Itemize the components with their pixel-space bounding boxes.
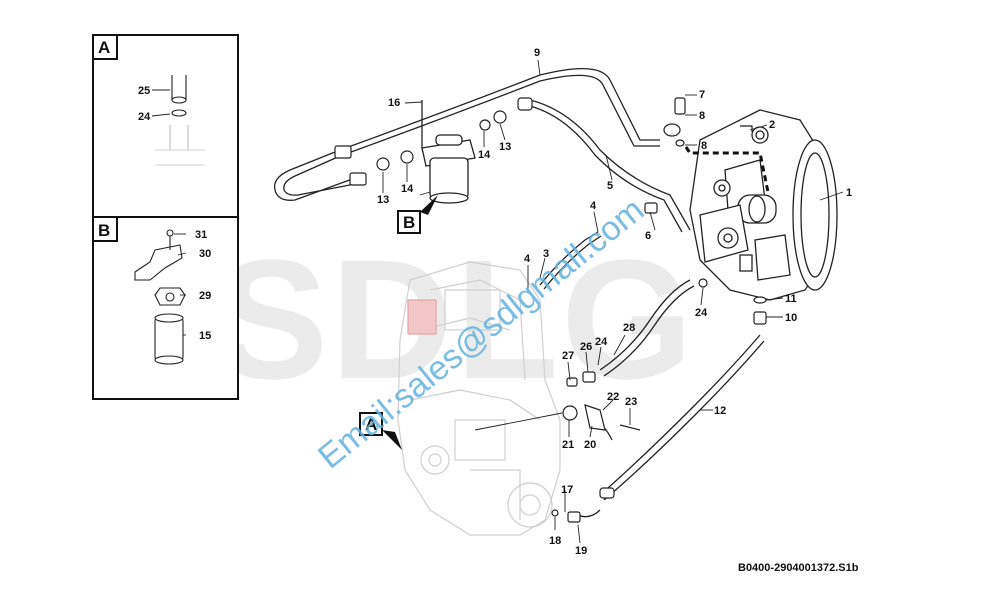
- callout-23: 23: [625, 396, 637, 408]
- callout-30: 30: [199, 248, 211, 260]
- callout-4a: 4: [524, 253, 531, 265]
- callout-6: 6: [645, 230, 651, 242]
- callout-numbers: 1 2 3 4 4 5 6 7 8 8 9 10 11 12 13 13 14 …: [138, 47, 852, 557]
- filter-assembly: [421, 100, 476, 204]
- detail-box-a-label: A: [98, 38, 110, 57]
- callout-12: 12: [714, 405, 726, 417]
- callout-19: 19: [575, 545, 587, 557]
- detail-box-b-label: B: [98, 221, 110, 240]
- callout-14a: 14: [401, 183, 414, 195]
- callout-11: 11: [785, 293, 797, 305]
- callout-28: 28: [623, 322, 635, 334]
- callout-7: 7: [699, 89, 705, 101]
- callout-24c: 24: [695, 307, 708, 319]
- callout-22: 22: [607, 391, 619, 403]
- callout-24a: 24: [138, 111, 151, 123]
- callout-1: 1: [846, 187, 852, 199]
- callout-31: 31: [195, 229, 207, 241]
- detail-b-leaders: [174, 233, 187, 336]
- callout-16: 16: [388, 97, 400, 109]
- callout-8b: 8: [701, 140, 707, 152]
- filter-bracket-drawing: [134, 229, 186, 365]
- callout-10: 10: [785, 312, 797, 324]
- callout-27: 27: [562, 350, 574, 362]
- watermark-text: SDLG: [215, 225, 695, 415]
- brand-watermark: SDLG: [215, 225, 695, 415]
- fittings: [334, 97, 767, 523]
- transmission-housing-ghost: [397, 261, 561, 536]
- detail-a-leaders: [151, 89, 171, 117]
- detail-box-a: A: [92, 34, 239, 218]
- callout-20: 20: [584, 439, 596, 451]
- hose-lines: [273, 67, 765, 518]
- callout-13a: 13: [377, 194, 389, 206]
- callout-3: 3: [543, 248, 549, 260]
- callout-21: 21: [562, 439, 574, 451]
- callout-9: 9: [534, 47, 540, 59]
- view-a-text: A: [365, 415, 377, 434]
- detail-box-b: B: [92, 216, 239, 400]
- callout-2: 2: [769, 119, 775, 131]
- callout-29: 29: [199, 290, 211, 302]
- converter-housing: [689, 109, 838, 301]
- callout-26: 26: [580, 341, 592, 353]
- view-b-text: B: [403, 213, 415, 232]
- callout-15: 15: [199, 330, 211, 342]
- view-label-b: B: [397, 195, 438, 234]
- dashed-connector: [684, 146, 770, 193]
- view-label-a: A: [359, 412, 402, 450]
- callout-18: 18: [549, 535, 561, 547]
- drawing-reference: B0400-2904001372.S1b: [738, 562, 859, 574]
- leader-lines: [382, 59, 844, 544]
- callout-4b: 4: [590, 200, 597, 212]
- callout-5: 5: [607, 180, 613, 192]
- callout-17: 17: [561, 484, 573, 496]
- callout-24b: 24: [595, 336, 608, 348]
- callout-13b: 13: [499, 141, 511, 153]
- dipstick-tube-drawing: [155, 75, 205, 166]
- callout-14b: 14: [478, 149, 491, 161]
- callout-25: 25: [138, 85, 150, 97]
- callout-8a: 8: [699, 110, 705, 122]
